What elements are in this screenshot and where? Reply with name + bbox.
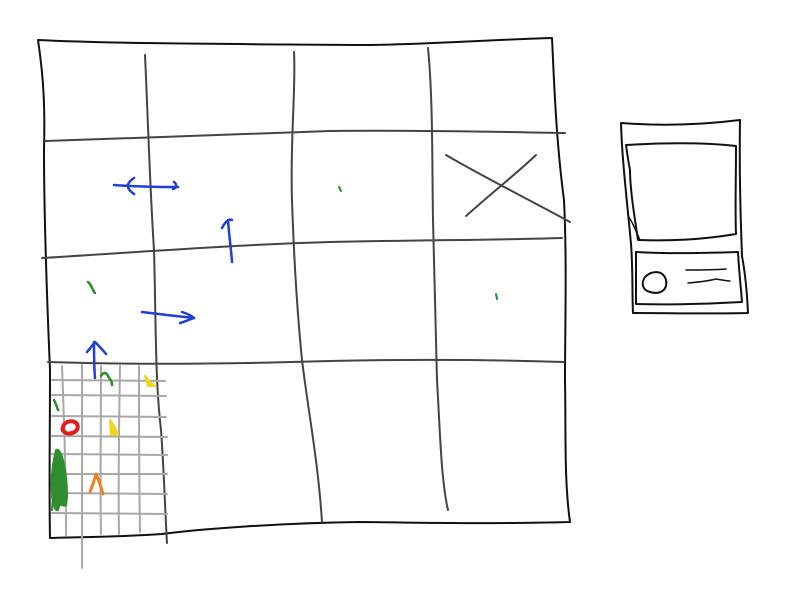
board-frame (37, 37, 571, 539)
red-circle-icon (60, 419, 80, 436)
device-slot-line (685, 268, 727, 271)
board-vline-2 (290, 51, 323, 523)
board-hline-1 (44, 129, 566, 142)
yellow-mark-icon (144, 375, 156, 387)
grid-board (37, 37, 571, 544)
board-vline-3 (427, 47, 449, 511)
fine-grid (51, 364, 168, 569)
colored-marks (50, 375, 156, 512)
orange-mark-icon (88, 472, 105, 496)
board-hline-3 (47, 358, 565, 365)
x-mark (445, 154, 571, 223)
device-screen (625, 142, 737, 242)
device-base (635, 251, 743, 306)
device-hinge-line (627, 215, 641, 241)
yellow-mark-icon (109, 419, 119, 436)
green-blob-icon (50, 448, 69, 512)
board-vline-1 (144, 54, 168, 544)
device-slot-line (687, 278, 731, 284)
device-knob-icon (641, 271, 668, 294)
device-sketch (620, 119, 749, 315)
arrow-icon (85, 176, 234, 380)
device-outer (620, 119, 749, 315)
mark-icon (52, 186, 498, 412)
board-hline-2 (41, 237, 563, 259)
